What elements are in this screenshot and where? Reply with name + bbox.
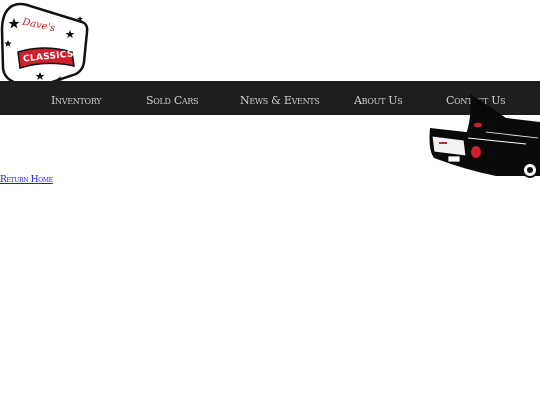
nav-item-inventory[interactable]: Inventory xyxy=(51,94,102,107)
site-logo[interactable]: Dave's CLASSICS xyxy=(0,0,92,90)
nav-item-about-us[interactable]: About Us xyxy=(354,94,403,107)
nav-item-news-events[interactable]: News & Events xyxy=(240,94,320,107)
main-nav: Inventory Sold Cars News & Events About … xyxy=(0,81,540,115)
nav-item-sold-cars[interactable]: Sold Cars xyxy=(146,94,199,107)
classic-car-illustration xyxy=(426,92,540,178)
return-home-link[interactable]: Return Home xyxy=(0,175,53,185)
